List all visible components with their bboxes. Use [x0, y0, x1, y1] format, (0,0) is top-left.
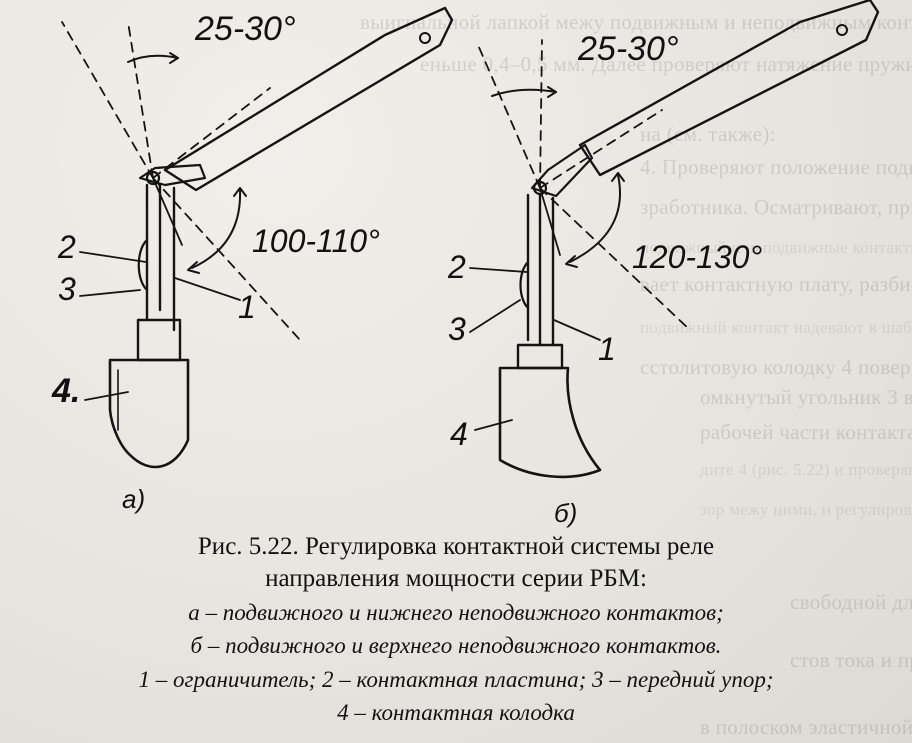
figure-b-leader-3 — [469, 299, 521, 333]
figure-a-front-stop — [137, 238, 149, 292]
figure-b-leader-2 — [469, 267, 528, 273]
figure-a-leader-2 — [79, 251, 147, 263]
figure-b-dashed-ref-line — [539, 39, 543, 189]
figure-a-template-plate — [163, 6, 454, 192]
figure-b-dashed-ref-line — [539, 109, 663, 189]
figure-a-dashed-ref-line — [61, 21, 154, 179]
ghost-text-line: дите 4 (рис. 5.22) и проверяют выполнени… — [700, 460, 912, 479]
figure-a-dashed-ref-line — [152, 87, 271, 179]
ghost-text-line: 4. Проверяют положение подвижного контак… — [640, 155, 912, 179]
figure-a-angle-arc-top — [127, 54, 179, 63]
figure-b-drawing — [469, 0, 880, 479]
figure-a-label-3: 3 — [58, 271, 76, 307]
figure-b-angle-arrow — [547, 86, 557, 98]
figure-a-contact-block — [108, 358, 190, 469]
figure-b-front-stop — [519, 260, 530, 310]
figure-a-drawing — [61, 6, 454, 469]
ghost-text-line: омкнутый угольник 3 в котором сделан выр… — [700, 385, 912, 409]
figure-a-dashed-ref-line — [127, 21, 154, 179]
figure-b-angle-arrow — [565, 255, 578, 268]
figure-b-contact-stem — [526, 193, 555, 347]
figure-a-angle-side-label: 100-110° — [252, 223, 380, 259]
figure-b-sublabel: б) — [554, 498, 577, 528]
caption-legend-line-2: 4 – контактная колодка — [337, 700, 575, 725]
figure-b-stem-top — [530, 143, 594, 198]
figure-a-leader-1 — [174, 277, 241, 301]
caption-legend-line-1: 1 – ограничитель; 2 – контактная пластин… — [138, 667, 774, 692]
figure-a-leader-4 — [84, 391, 129, 401]
figure-b-label-4: 4 — [450, 416, 468, 452]
ghost-text-line: свободной для обмотки зажимах в пределах — [790, 590, 912, 614]
figure-a-label-2: 2 — [57, 229, 76, 265]
caption-title-line-1: Рис. 5.22. Регулировка контактной систем… — [197, 533, 715, 560]
ghost-text-line: стов тока и при повороте в выбранной пло… — [790, 648, 912, 672]
figure-a-angle-top-label: 25-30° — [194, 10, 296, 48]
figure-b-angle-arc-top — [491, 88, 557, 97]
ghost-text-line: в полоском эластичной мягкой и мелкой ра… — [700, 715, 912, 739]
figure-b-angle-arrow — [611, 172, 625, 182]
ghost-text-line: подвижный контакт надевают в шаблон (рис… — [640, 318, 912, 337]
figure-b-leader-1 — [553, 319, 601, 341]
figure-b-label-2: 2 — [447, 249, 466, 285]
figure-a-sublabel: а) — [122, 484, 145, 514]
figure-b-dashed-ref-line — [539, 187, 691, 331]
figure-a-label-4: 4. — [51, 372, 80, 410]
figure-b-label-3: 3 — [448, 311, 466, 347]
figure-a-contact-stem — [145, 183, 176, 332]
ghost-text-line: зор межу ними, и регулировку контакта ос… — [700, 500, 912, 519]
figure-b-label-1: 1 — [598, 331, 616, 367]
figure-a-template-hole — [419, 32, 431, 44]
figure-b-contact-block — [498, 366, 602, 479]
figure-b-dashed-ref-line — [477, 44, 541, 189]
figure-a-arrow-line — [152, 177, 183, 246]
figure-a-angle-arrow — [187, 261, 200, 274]
figure-b-angle-top-label: 25-30° — [577, 30, 679, 68]
figure-a-label-1: 1 — [238, 289, 256, 325]
figure-a-pivot — [145, 170, 161, 186]
contact-system-figure: 25-30° 100-110° 2 3 1 4. а) — [51, 0, 880, 528]
ghost-text-line: зработника. Осматривают, при необходимос… — [640, 195, 912, 219]
caption-item-a: а – подвижного и нижнего неподвижного ко… — [188, 600, 724, 625]
figure-b-leader-4 — [474, 419, 513, 431]
ghost-text-line: вает контактную плату, разбирают контакт… — [640, 272, 912, 296]
figure-a-angle-arrow — [169, 52, 179, 64]
figure-a-angle-arrow — [233, 187, 247, 197]
ghost-text-line: рабочей части контакта. Угольник крепитс… — [700, 420, 912, 444]
figure-b-template-plate — [578, 0, 880, 177]
figure-a-leader-3 — [79, 289, 141, 297]
figure-b-angle-side-label: 120-130° — [632, 239, 762, 275]
figure-b-stem-base — [516, 343, 564, 370]
figure-b-template-hole — [836, 24, 848, 36]
caption-item-b: б – подвижного и верхнего неподвижного к… — [190, 633, 722, 658]
ghost-text-line: сстолитовую колодку 4 поверх контакта — [640, 355, 912, 379]
figure-b-arrow-line — [539, 187, 561, 256]
caption-title-line-2: направления мощности серии РБМ: — [265, 565, 647, 592]
figure-a-angle-arc-side — [191, 189, 242, 269]
ghost-text-line: подвижный и неподвижные контакты. С этой… — [640, 238, 912, 257]
figure-b-angle-arc-side — [569, 174, 621, 263]
figure-b-pivot — [532, 180, 548, 196]
figure-a-dashed-ref-line — [152, 177, 301, 341]
figure-a-stem-top — [138, 163, 207, 187]
ghost-text-line: еньше 0,4–0,5 мм. Далее проверяют натяже… — [420, 52, 912, 76]
